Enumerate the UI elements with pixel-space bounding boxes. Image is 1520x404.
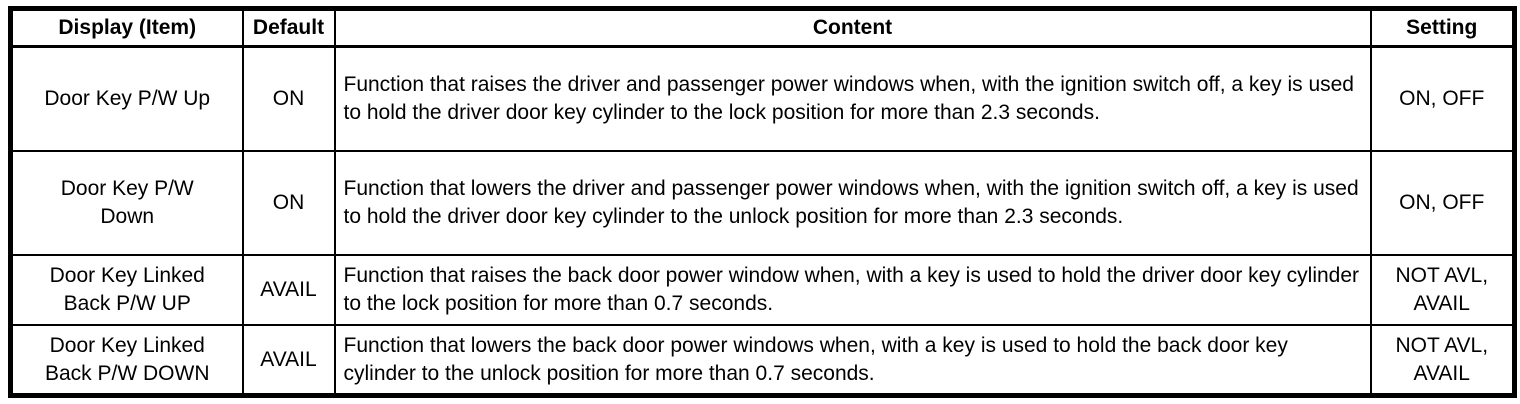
default-value-cell: ON <box>241 45 336 152</box>
table-row: Door Key Linked Back P/W UP AVAIL Functi… <box>9 254 1516 327</box>
display-item-cell: Door Key P/W Down <box>9 149 244 257</box>
setting-options-cell: ON, OFF <box>1369 45 1516 152</box>
content-description-cell: Function that raises the back door power… <box>333 254 1372 327</box>
table-row: Door Key Linked Back P/W DOWN AVAIL Func… <box>9 324 1516 397</box>
column-header-default: Default <box>241 7 336 48</box>
customization-settings-table: Display (Item) Default Content Setting D… <box>8 6 1517 398</box>
content-description-cell: Function that lowers the driver and pass… <box>333 149 1372 257</box>
table-row: Door Key P/W Down ON Function that lower… <box>9 149 1516 257</box>
content-description-cell: Function that lowers the back door power… <box>333 324 1372 397</box>
setting-options-cell: NOT AVL, AVAIL <box>1369 324 1516 397</box>
default-value-cell: AVAIL <box>241 254 336 327</box>
display-item-cell: Door Key Linked Back P/W DOWN <box>9 324 244 397</box>
header-row: Display (Item) Default Content Setting <box>9 7 1516 48</box>
column-header-content: Content <box>333 7 1372 48</box>
table-header: Display (Item) Default Content Setting <box>9 7 1516 48</box>
default-value-cell: ON <box>241 149 336 257</box>
table-row: Door Key P/W Up ON Function that raises … <box>9 45 1516 152</box>
display-item-cell: Door Key P/W Up <box>9 45 244 152</box>
content-description-cell: Function that raises the driver and pass… <box>333 45 1372 152</box>
table-body: Door Key P/W Up ON Function that raises … <box>9 45 1516 397</box>
column-header-setting: Setting <box>1369 7 1516 48</box>
setting-options-cell: NOT AVL, AVAIL <box>1369 254 1516 327</box>
display-item-cell: Door Key Linked Back P/W UP <box>9 254 244 327</box>
setting-options-cell: ON, OFF <box>1369 149 1516 257</box>
column-header-display-item: Display (Item) <box>9 7 244 48</box>
default-value-cell: AVAIL <box>241 324 336 397</box>
